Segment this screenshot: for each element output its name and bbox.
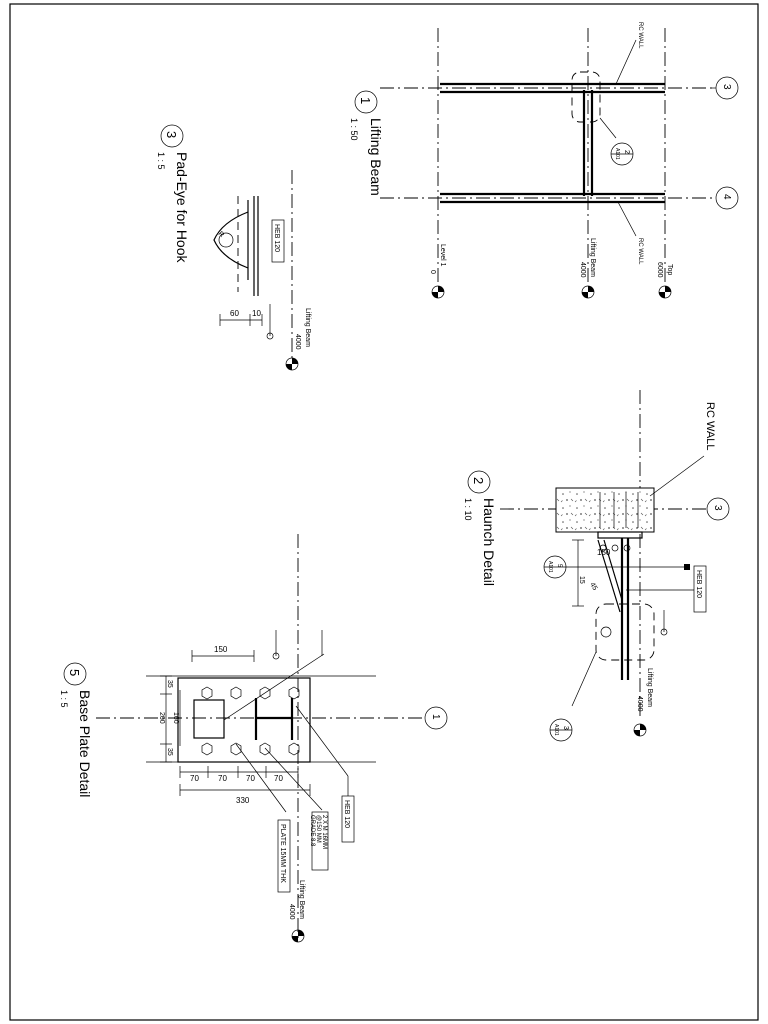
level1-value: 0 <box>429 270 436 274</box>
dim-base-70d: 70 <box>274 774 283 783</box>
haunch-ref-sheet: A101 <box>614 148 620 160</box>
sheet-border <box>9 3 759 1021</box>
top-value: 6000 <box>656 262 663 278</box>
heb-haunch-tag: HEB 120 <box>695 570 702 598</box>
view2-title: Haunch Detail <box>481 498 497 586</box>
bolt-holes <box>201 686 300 756</box>
view-base-plate-detail <box>63 534 448 943</box>
view1-title: Lifting Beam <box>368 118 384 196</box>
lift4-name: Lifting Beam <box>298 880 305 919</box>
dim-base-35a: 35 <box>166 680 173 688</box>
view5-scale: 1 : 5 <box>59 690 69 708</box>
level-marker-lifting-beam <box>581 285 595 299</box>
view2-scale: 1 : 10 <box>463 498 473 521</box>
lift3-value: 4000 <box>636 696 643 712</box>
dim-base-160: 160 <box>172 712 179 724</box>
lift4-value: 4000 <box>288 904 295 920</box>
heb-base-tag: HEB 120 <box>343 800 350 828</box>
lift1-name: Lifting Beam <box>589 238 596 277</box>
top-name: Top <box>666 264 673 275</box>
dim-base-330: 330 <box>236 796 250 805</box>
grid-3b-label: 3 <box>712 505 723 511</box>
grid-3-label: 3 <box>721 84 732 90</box>
level1-name: Level 1 <box>439 244 446 267</box>
view2-number: 2 <box>471 477 486 484</box>
lift3-name: Lifting Beam <box>646 668 653 707</box>
dim-haunch-150: 150 <box>597 548 611 557</box>
view5-title: Base Plate Detail <box>77 690 93 797</box>
dim-haunch-45: 45 <box>588 582 598 592</box>
view3-number: 3 <box>164 131 179 138</box>
view3-scale: 1 : 5 <box>156 152 166 170</box>
dim-base-200: 200 <box>158 712 165 724</box>
view1-scale: 1 : 50 <box>349 118 359 141</box>
dim-base-150: 150 <box>214 645 228 654</box>
bolt-spec-line3: GRADE 8.8 <box>309 815 315 847</box>
view3-title: Pad-Eye for Hook <box>174 152 190 263</box>
dim-base-35b: 35 <box>166 748 173 756</box>
dim-padeye-10: 10 <box>252 309 261 318</box>
dim-padeye-r: R <box>217 230 226 239</box>
view-haunch-detail <box>467 390 730 742</box>
rc-wall-haunch-tag: RC WALL <box>704 402 716 451</box>
dim-base-70a: 70 <box>190 774 199 783</box>
haunch-ref-num: 2 <box>623 150 630 154</box>
view-lifting-beam <box>354 28 739 299</box>
sec-ref-num: 5 <box>556 564 562 568</box>
level-marker-top <box>658 285 672 299</box>
rc-wall-top-tag: RC WALL <box>637 22 643 49</box>
lift2-name: Lifting Beam <box>304 308 311 347</box>
padeye-ref-num: 3 <box>562 726 569 730</box>
bolt-spec-line2: @150 MM <box>315 815 321 843</box>
view1-number: 1 <box>358 97 373 104</box>
dim-base-70c: 70 <box>246 774 255 783</box>
lift2-value: 4000 <box>294 334 301 350</box>
dim-base-70b: 70 <box>218 774 227 783</box>
dim-haunch-15: 15 <box>578 576 585 584</box>
dim-padeye-60: 60 <box>230 309 239 318</box>
grid-4-label: 4 <box>721 194 732 200</box>
level-marker-level-1 <box>431 285 445 299</box>
bolt-spec-line1: 2 X M 16MM <box>321 815 327 849</box>
rc-wall-bot-tag: RC WALL <box>637 238 643 265</box>
grid-1-label: 1 <box>430 714 441 720</box>
plate-spec-tag: PLATE 15MM THK <box>279 824 286 883</box>
sec-ref-sheet: A101 <box>547 561 553 573</box>
padeye-ref-sheet: A101 <box>553 724 559 736</box>
view5-number: 5 <box>67 669 82 676</box>
view-pad-eye <box>160 124 299 371</box>
lift1-value: 4000 <box>579 262 586 278</box>
heb-padeye-tag: HEB 120 <box>273 224 280 252</box>
